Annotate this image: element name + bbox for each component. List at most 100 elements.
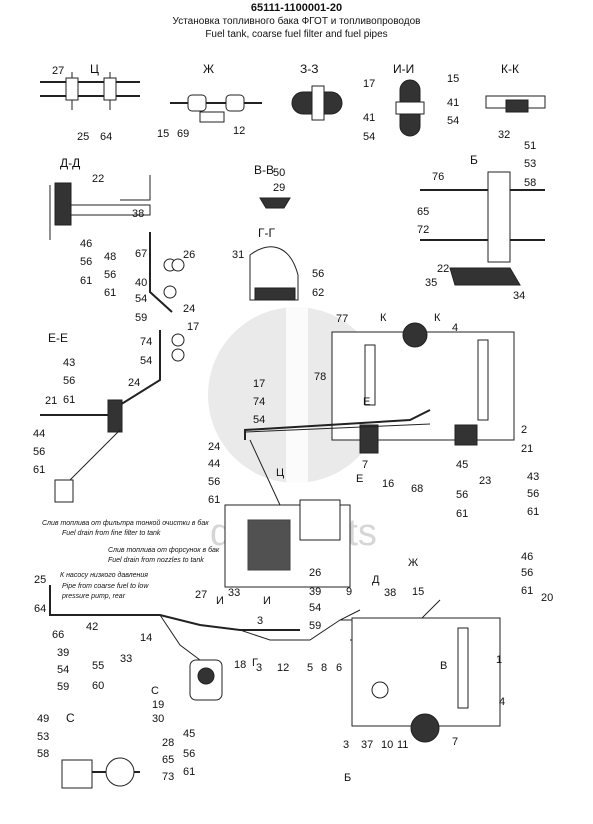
position-label: 5 bbox=[307, 662, 313, 674]
position-label: 44 bbox=[33, 428, 45, 440]
position-label: 61 bbox=[104, 287, 116, 299]
position-label: 65 bbox=[162, 754, 174, 766]
position-label: 25 bbox=[77, 131, 89, 143]
section-title: Е-Е bbox=[48, 331, 68, 345]
position-label: 24 bbox=[183, 303, 195, 315]
position-label: И bbox=[216, 595, 224, 607]
section-title: Ж bbox=[203, 62, 214, 76]
position-label: 62 bbox=[312, 287, 324, 299]
drawing-code: 65111-1100001-20 bbox=[250, 2, 343, 14]
position-label: 61 bbox=[63, 394, 75, 406]
position-label: 33 bbox=[120, 653, 132, 665]
position-label: К bbox=[380, 312, 387, 324]
position-label: 26 bbox=[309, 567, 321, 579]
position-label: 59 bbox=[57, 681, 69, 693]
position-label: Е bbox=[363, 396, 370, 408]
position-label: 54 bbox=[447, 115, 459, 127]
position-label: 40 bbox=[135, 277, 147, 289]
position-label: Б bbox=[344, 772, 351, 784]
position-label: 54 bbox=[253, 414, 265, 426]
position-label: 38 bbox=[132, 208, 144, 220]
position-label: 28 bbox=[162, 737, 174, 749]
note-drain-nozzles: Слив топлива от форсунок в бак bbox=[108, 546, 220, 554]
position-label: 54 bbox=[57, 664, 69, 676]
position-label: 61 bbox=[521, 585, 533, 597]
position-label: 43 bbox=[63, 357, 75, 369]
position-label: 46 bbox=[80, 238, 92, 250]
position-label: 8 bbox=[321, 662, 327, 674]
position-label: 22 bbox=[437, 263, 449, 275]
view-c bbox=[40, 72, 140, 110]
position-label: 45 bbox=[183, 728, 195, 740]
position-label: 17 bbox=[253, 378, 265, 390]
note-pump: К насосу низкого давления bbox=[60, 571, 148, 579]
position-label: 43 bbox=[527, 471, 539, 483]
position-label: 54 bbox=[135, 293, 147, 305]
position-label: 22 bbox=[92, 173, 104, 185]
section-title: И-И bbox=[393, 62, 414, 76]
position-label: 23 bbox=[479, 475, 491, 487]
position-label: 54 bbox=[140, 355, 152, 367]
view-b bbox=[420, 171, 545, 286]
section-title: Г-Г bbox=[258, 226, 275, 240]
position-label: 15 bbox=[412, 586, 424, 598]
position-label: 46 bbox=[521, 551, 533, 563]
position-label: 72 bbox=[417, 224, 429, 236]
position-label: 3 bbox=[257, 615, 263, 627]
position-label: 64 bbox=[34, 603, 46, 615]
title-english: Fuel tank, coarse fuel filter and fuel p… bbox=[205, 29, 388, 40]
position-label: 68 bbox=[411, 483, 423, 495]
coarse-fuel-filter bbox=[189, 659, 223, 701]
title-russian: Установка топливного бака ФГОТ и топливо… bbox=[172, 16, 421, 27]
position-label: 58 bbox=[524, 177, 536, 189]
note-drain-nozzles-en: Fuel drain from nozzles to tank bbox=[108, 557, 204, 564]
position-label: 21 bbox=[45, 395, 57, 407]
position-label: 31 bbox=[232, 249, 244, 261]
position-label: 76 bbox=[432, 171, 444, 183]
position-label: И bbox=[263, 595, 271, 607]
position-label: 64 bbox=[100, 131, 112, 143]
position-label: 6 bbox=[336, 662, 342, 674]
position-label: 12 bbox=[233, 125, 245, 137]
position-label: 77 bbox=[336, 313, 348, 325]
position-label: 59 bbox=[309, 620, 321, 632]
position-label: С bbox=[151, 685, 159, 697]
position-label: 18 bbox=[234, 659, 246, 671]
position-label: 61 bbox=[183, 766, 195, 778]
position-label: 41 bbox=[363, 112, 375, 124]
section-title: З-З bbox=[300, 62, 319, 76]
section-title: Б bbox=[470, 153, 478, 167]
position-label: 56 bbox=[183, 748, 195, 760]
position-label: 14 bbox=[140, 632, 152, 644]
position-label: 42 bbox=[86, 621, 98, 633]
position-label: Ц bbox=[276, 467, 284, 479]
view-e-e bbox=[40, 330, 185, 503]
position-label: 66 bbox=[52, 629, 64, 641]
position-label: 15 bbox=[157, 128, 169, 140]
position-label: 56 bbox=[312, 268, 324, 280]
position-label: 2 bbox=[521, 424, 527, 436]
position-label: К bbox=[434, 312, 441, 324]
position-label: 56 bbox=[527, 488, 539, 500]
position-label: 49 bbox=[37, 713, 49, 725]
position-label: Г bbox=[252, 657, 258, 669]
position-label: 53 bbox=[524, 158, 536, 170]
position-label: 56 bbox=[80, 256, 92, 268]
position-label: 24 bbox=[128, 377, 140, 389]
view-d-d bbox=[49, 175, 151, 240]
position-label: 20 bbox=[541, 592, 553, 604]
position-label: 38 bbox=[384, 587, 396, 599]
position-label: 74 bbox=[253, 396, 265, 408]
position-label: 73 bbox=[162, 771, 174, 783]
section-title: К-К bbox=[501, 62, 519, 76]
position-label: 41 bbox=[447, 97, 459, 109]
position-label: 4 bbox=[499, 696, 505, 708]
position-label: 61 bbox=[80, 275, 92, 287]
position-label: 56 bbox=[456, 489, 468, 501]
position-label: 59 bbox=[135, 312, 147, 324]
position-label: 27 bbox=[52, 65, 64, 77]
position-label: 61 bbox=[33, 464, 45, 476]
engine-filter-block bbox=[224, 499, 351, 588]
position-label: 45 bbox=[456, 459, 468, 471]
position-label: 54 bbox=[309, 602, 321, 614]
